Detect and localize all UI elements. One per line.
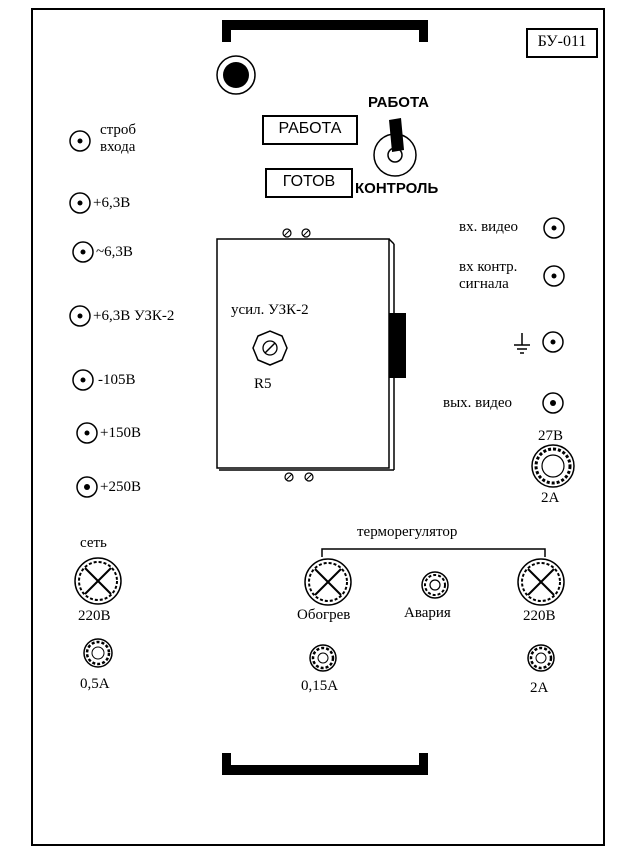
heater-lamp	[304, 558, 352, 606]
fuse-heater-0-15a[interactable]	[309, 644, 337, 672]
jack-strob-input[interactable]	[69, 130, 91, 152]
label-ac6-3v: ~6,3В	[96, 244, 133, 260]
jack-vx-video[interactable]	[543, 217, 565, 239]
thermo-fuse-label: 2А	[530, 680, 549, 696]
jack-p6-3v[interactable]	[69, 192, 91, 214]
fuse-27v-bottom-label: 2А	[541, 490, 560, 506]
control-unit-panel	[31, 8, 605, 846]
label-m105v: -105В	[98, 372, 136, 388]
module-screws-bottom	[284, 472, 314, 482]
thermo-title: терморегулятор	[357, 524, 458, 540]
toggle-top-label: РАБОТА	[368, 94, 430, 111]
label-p250v: +250В	[100, 479, 141, 495]
jack-ac6-3v[interactable]	[72, 241, 94, 263]
uzk2-module	[216, 228, 406, 482]
r5-potentiometer[interactable]	[252, 330, 288, 366]
jack-p6-3v-uzk2[interactable]	[69, 305, 91, 327]
toggle-bottom-label: КОНТРОЛЬ	[355, 180, 439, 197]
alarm-label: Авария	[404, 605, 451, 621]
mains-lamp-220v	[74, 557, 122, 605]
heater-label: Обогрев	[297, 607, 351, 623]
top-handle	[222, 20, 428, 42]
thermo-lamp-220v	[517, 558, 565, 606]
fuse-thermo-2a[interactable]	[527, 644, 555, 672]
module-screws-top	[282, 228, 311, 238]
ground-icon	[514, 333, 530, 354]
jack-ground[interactable]	[542, 331, 564, 353]
label-vyx-video: вых. видео	[443, 395, 513, 411]
mains-lamp-label: 220В	[78, 608, 111, 624]
alarm-lamp	[421, 571, 449, 599]
mode-toggle-switch[interactable]	[373, 118, 417, 177]
label-vx-kontr-signal: вх контр. сигнала	[459, 259, 518, 292]
jack-vx-kontr-signal[interactable]	[543, 265, 565, 287]
jack-p150v[interactable]	[76, 422, 98, 444]
fuse-27v-top-label: 27В	[538, 428, 564, 444]
mains-fuse-label: 0,5А	[80, 676, 110, 692]
heater-fuse-label: 0,15А	[301, 678, 339, 694]
module-title: усил. УЗК-2	[231, 302, 309, 318]
status-box-rabota: РАБОТА	[262, 115, 358, 145]
indicator-knob[interactable]	[216, 55, 256, 95]
mains-title: сеть	[80, 535, 107, 551]
jack-p250v[interactable]	[76, 476, 98, 498]
jack-m105v[interactable]	[72, 369, 94, 391]
label-p150v: +150В	[100, 425, 141, 441]
jack-vyx-video[interactable]	[542, 392, 564, 414]
r5-label: R5	[254, 376, 272, 392]
fuse-27v-2a[interactable]	[531, 444, 575, 488]
thermo-lamp-label: 220В	[523, 608, 556, 624]
label-strob: строб входа	[100, 122, 137, 155]
model-label: БУ-011	[526, 28, 598, 58]
bottom-handle	[222, 753, 428, 775]
label-p6-3v-uzk2: +6,3В УЗК-2	[93, 308, 175, 324]
fuse-mains-0-5a[interactable]	[83, 638, 113, 668]
thermo-bracket	[321, 548, 546, 557]
status-box-gotov: ГОТОВ	[265, 168, 353, 198]
label-p6-3v: +6,3В	[93, 195, 131, 211]
label-vx-video: вх. видео	[459, 219, 518, 235]
